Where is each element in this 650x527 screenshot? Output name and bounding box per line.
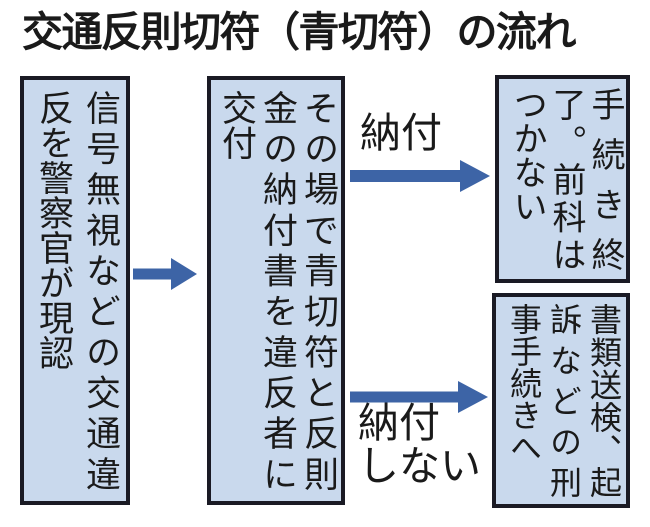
flow-step-ticket-box: その場で青切符と反則 金の納付書を違反者に 交付 <box>207 76 345 505</box>
flow-outcome-unpaid-box: 書類送検、起 訴などの刑 事手続きへ <box>492 293 630 508</box>
arrow-label-unpaid: 納付 しない <box>358 400 481 490</box>
arrow-right-icon <box>133 258 197 290</box>
flow-outcome-paid-box: 手続き終 了。前科は つかない <box>495 75 630 283</box>
flow-outcome-paid-text: 手続き終 了。前科は つかない <box>499 79 626 279</box>
flow-step-ticket-text: その場で青切符と反則 金の納付書を違反者に 交付 <box>211 80 341 501</box>
flow-step-violation-box: 信号無視などの交通違 反を警察官が現認 <box>20 76 130 505</box>
flow-step-violation-text: 信号無視などの交通違 反を警察官が現認 <box>24 80 126 501</box>
vertical-text-column: 書類送検、起 <box>586 303 622 498</box>
arrow-right-icon <box>350 160 490 192</box>
vertical-text-column: 事手続きへ <box>506 303 542 463</box>
vertical-text-column: その場で青切符と反則 <box>299 90 338 491</box>
vertical-text-column: 交付 <box>217 90 256 160</box>
arrow-right-icon <box>350 381 488 413</box>
vertical-text-column: 反を警察官が現認 <box>34 90 73 370</box>
vertical-text-column: 手続き終 <box>586 87 624 271</box>
flow-outcome-unpaid-text: 書類送検、起 訴などの刑 事手続きへ <box>496 297 626 504</box>
vertical-text-column: 訴などの刑 <box>546 303 582 498</box>
vertical-text-column: 金の納付書を違反者に <box>258 90 297 491</box>
arrow-label-paid: 納付 <box>360 110 442 156</box>
vertical-text-column: つかない <box>508 87 546 223</box>
diagram-title: 交通反則切符（青切符）の流れ <box>22 9 577 55</box>
vertical-text-column: 了。前科は <box>547 87 585 271</box>
vertical-text-column: 信号無視などの交通違 <box>81 90 120 491</box>
